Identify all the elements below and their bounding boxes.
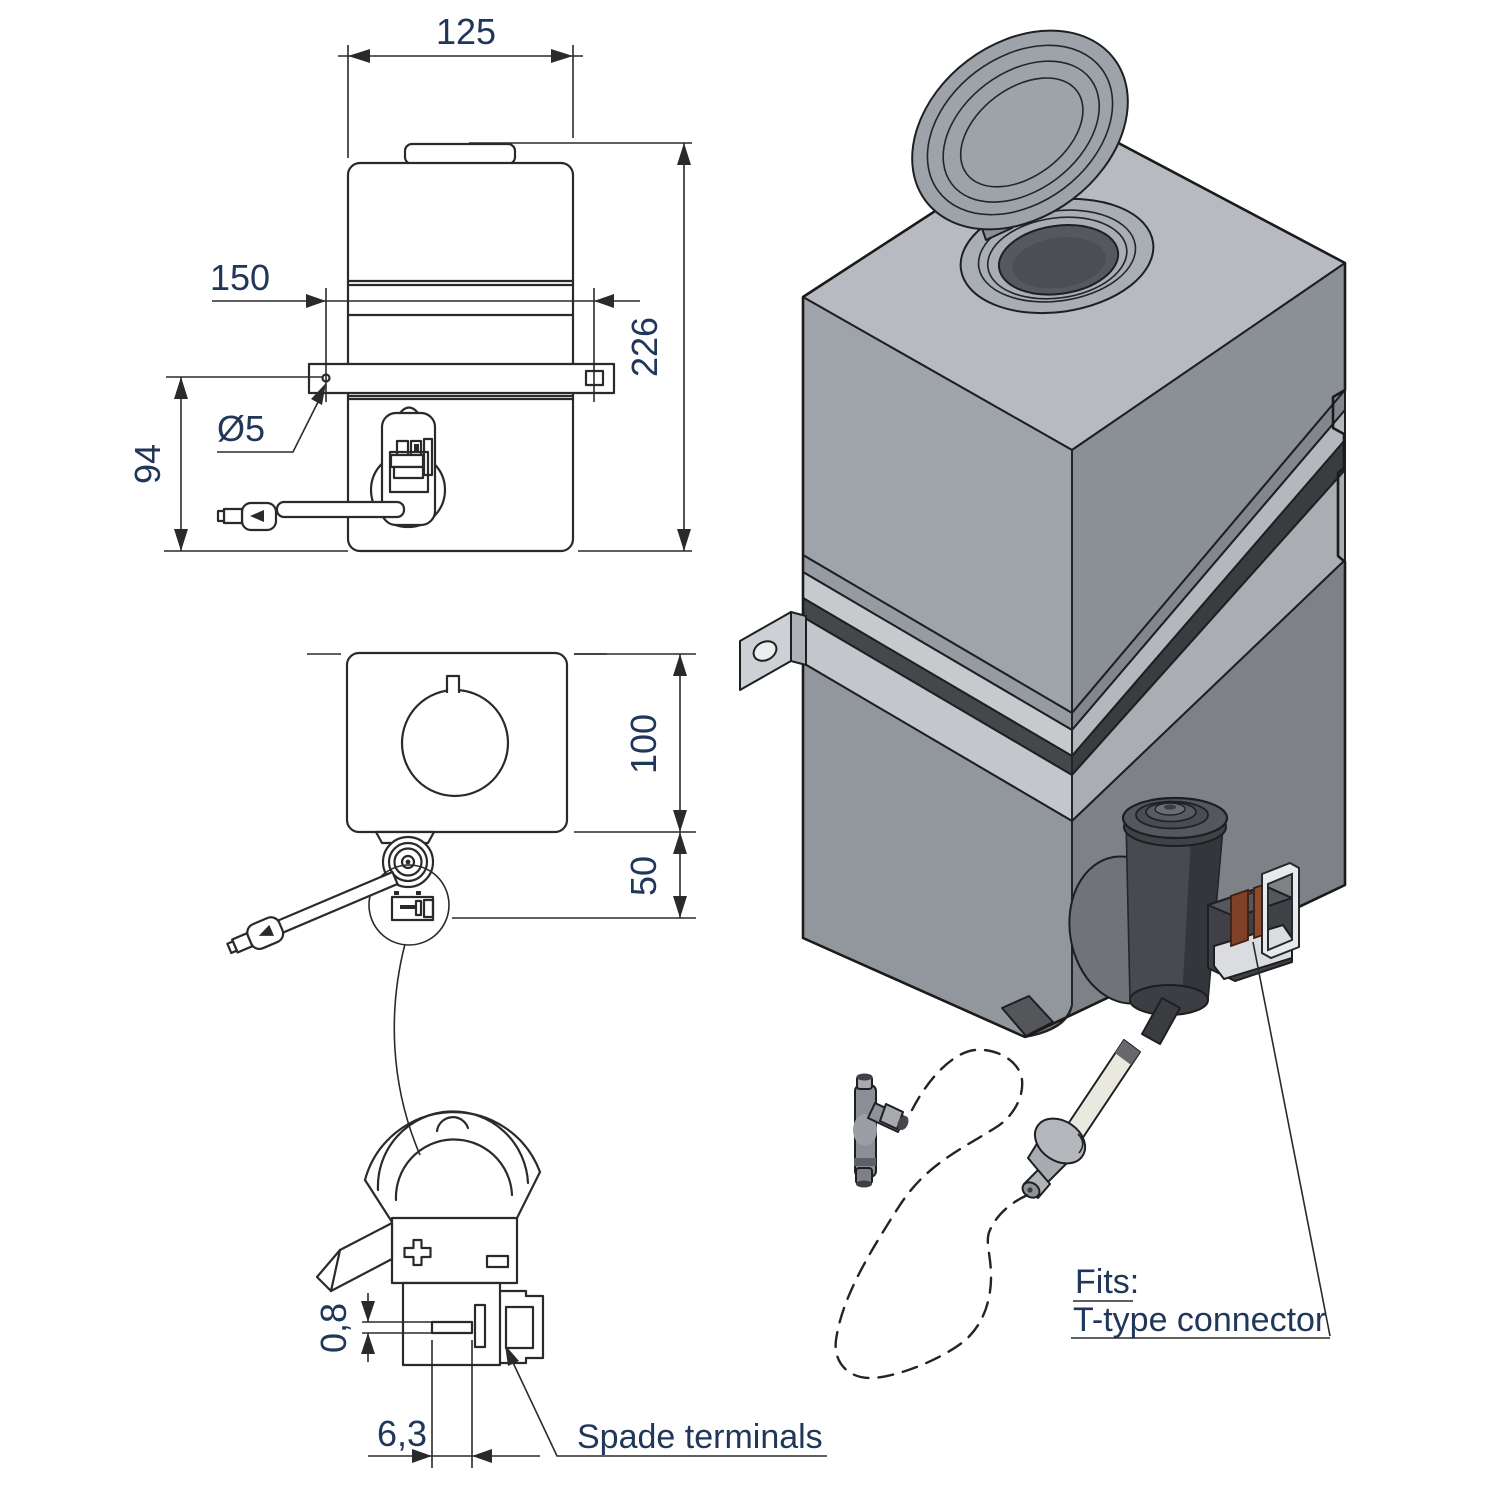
strap-front: [307, 362, 616, 395]
front-pump: [216, 406, 447, 532]
front-mounting-strap: [307, 362, 616, 395]
top-hose-nozzle: [226, 870, 399, 955]
top-dim-depth: 100 50: [452, 653, 696, 919]
dim-6-3: 6,3: [377, 1413, 427, 1454]
detail-spout: [315, 1221, 394, 1293]
dim-226: 226: [624, 317, 665, 377]
label-spade-terminals: Spade terminals: [577, 1418, 823, 1456]
pump-outlet-nipple: [1141, 997, 1181, 1045]
detail-terminal-housing: [315, 1216, 545, 1367]
bracket-hole: [752, 640, 778, 662]
t-type-connector: [853, 1073, 909, 1188]
spade-slot-vertical: [473, 1303, 487, 1349]
iso-view: Fits: T-type connector: [739, 29, 1347, 1380]
minus-terminal-mark: [485, 1254, 510, 1269]
dim-hole-diameter: Ø5: [217, 408, 265, 449]
detail-dim-width: 6,3: [368, 1340, 540, 1468]
tank-top-outline: [345, 651, 569, 834]
iso-lid: [911, 29, 1129, 231]
dim-125: 125: [436, 11, 496, 52]
detail-reference-circle: [368, 864, 450, 946]
spade-slot-horizontal: [430, 1320, 474, 1335]
dim-94: 94: [127, 444, 168, 484]
iso-tube: [1021, 1039, 1141, 1199]
front-dim-lower: 94: [127, 376, 348, 552]
top-pump: [226, 830, 450, 1156]
detail-view: 0,8 6,3 Spade terminals: [313, 1110, 827, 1468]
top-view: 100 50: [226, 651, 696, 1156]
front-dim-hole: Ø5: [217, 383, 326, 453]
dim-0-8: 0,8: [313, 1303, 354, 1353]
iso-pump: [1068, 796, 1300, 1045]
hose-front: [275, 500, 406, 519]
detail-leader-curve: [393, 943, 421, 1156]
hose-routing-dashed-path: [834, 1048, 1032, 1380]
dim-50: 50: [623, 856, 664, 896]
spade-terminal-1: [1230, 888, 1249, 948]
nozzle-tip-front: [222, 507, 244, 525]
iso-filler-neck: [911, 29, 1155, 315]
spade-receptacle-frame: [1261, 861, 1300, 960]
pump-electrical-connector: [1207, 861, 1300, 982]
label-fits: Fits:: [1075, 1263, 1139, 1301]
front-dim-bracket: 150: [210, 257, 640, 402]
dim-100: 100: [623, 714, 664, 774]
connector-tray: [1213, 924, 1293, 980]
tube-end-connector: [1021, 1117, 1087, 1199]
fits-callout: Fits: T-type connector: [1071, 941, 1331, 1339]
detail-dim-thickness: 0,8: [313, 1293, 432, 1362]
iso-mounting-bracket: [739, 611, 807, 691]
front-dim-width: 125: [338, 11, 583, 158]
spade-terminals-callout: Spade terminals: [505, 1345, 827, 1457]
plus-terminal-mark: [403, 1238, 432, 1267]
dim-150: 150: [210, 257, 270, 298]
filler-cap-front: [403, 142, 517, 166]
filler-opening-top: [400, 674, 510, 798]
flow-arrow-front: [250, 510, 264, 522]
front-view: 125 226 150 94: [127, 11, 692, 553]
label-t-type-connector: T-type connector: [1073, 1301, 1326, 1339]
detail-pump-body: [363, 1110, 542, 1224]
tank-bottom-notch: [1001, 995, 1054, 1037]
front-dim-height: 226: [469, 142, 692, 552]
